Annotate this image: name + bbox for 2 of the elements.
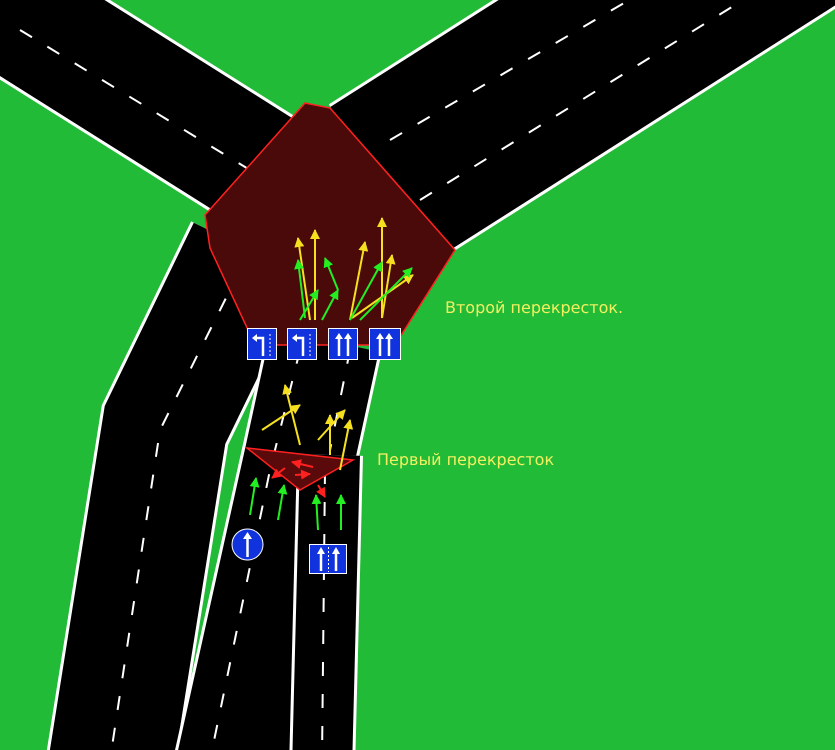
intersection-label: Первый перекресток [377,450,554,469]
intersection-label: Второй перекресток. [445,298,624,317]
